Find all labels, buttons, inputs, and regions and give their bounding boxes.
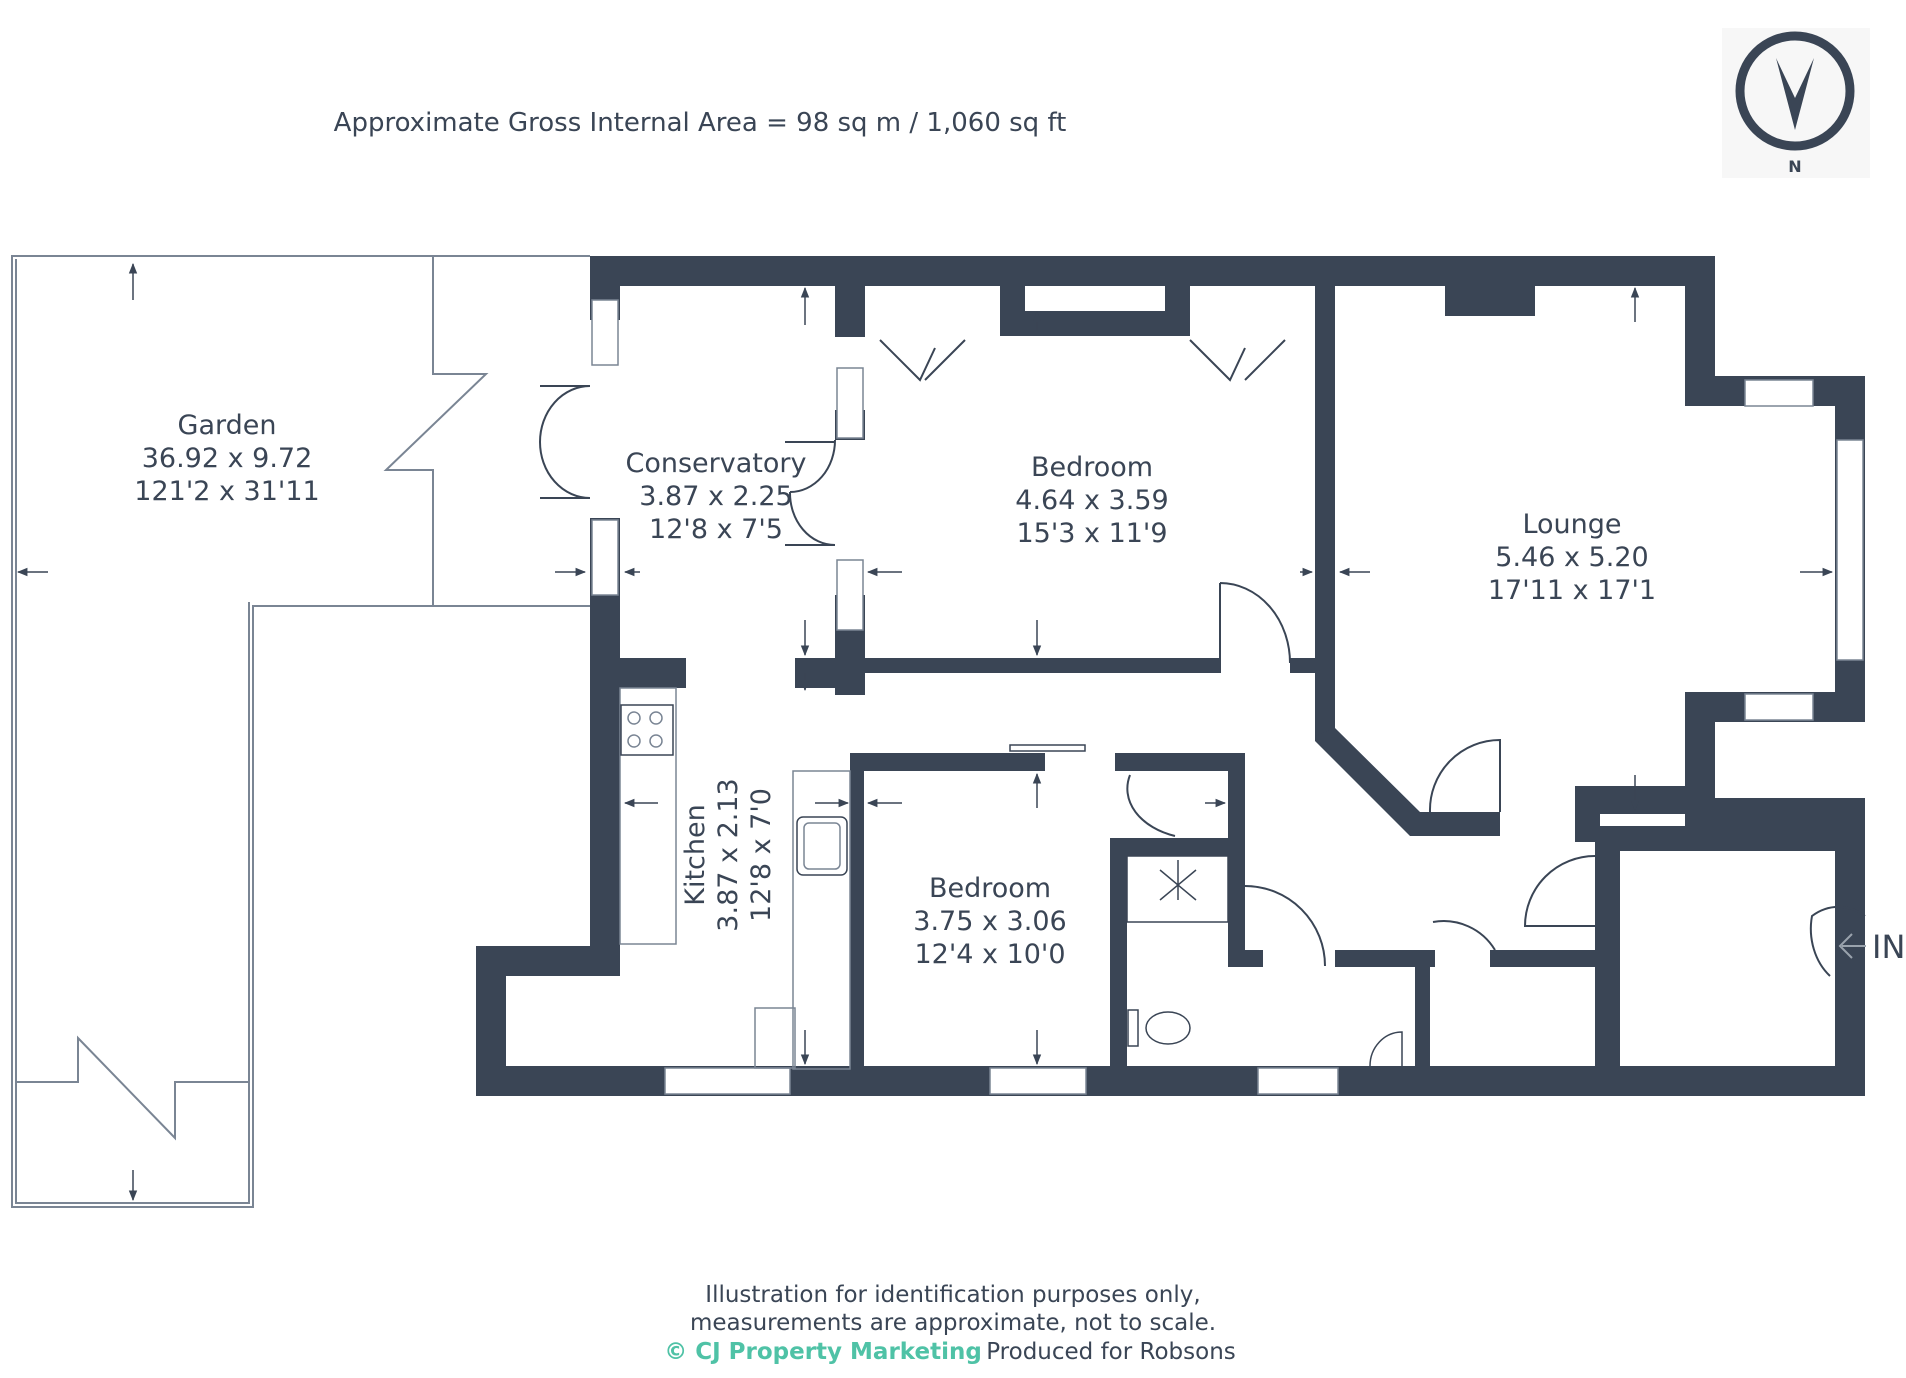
bathroom-fittings — [1009, 744, 1403, 1067]
bedroom-1-label: Bedroom 4.64 x 3.59 15'3 x 11'9 — [1015, 452, 1168, 549]
svg-text:Bedroom: Bedroom — [1031, 452, 1153, 483]
svg-text:5.46 x 5.20: 5.46 x 5.20 — [1495, 542, 1648, 573]
disclaimer-line-2: measurements are approximate, not to sca… — [690, 1310, 1216, 1336]
bedroom-2-label: Bedroom 3.75 x 3.06 12'4 x 10'0 — [913, 873, 1066, 970]
kitchen-fittings — [619, 687, 851, 1070]
walls — [476, 256, 1865, 1096]
svg-text:Lounge: Lounge — [1522, 509, 1621, 540]
produced-for: Produced for Robsons — [986, 1339, 1236, 1365]
conservatory-label: Conservatory 3.87 x 2.25 12'8 x 7'5 — [626, 448, 807, 545]
svg-text:Bedroom: Bedroom — [929, 873, 1051, 904]
svg-text:3.75 x 3.06: 3.75 x 3.06 — [913, 906, 1066, 937]
entrance-label: IN — [1872, 928, 1905, 966]
garden-label: Garden 36.92 x 9.72 121'2 x 31'11 — [134, 410, 319, 507]
kitchen-label: Kitchen 3.87 x 2.13 12'8 x 7'0 — [680, 778, 777, 931]
gross-area-title: Approximate Gross Internal Area = 98 sq … — [334, 108, 1067, 138]
svg-text:4.64 x 3.59: 4.64 x 3.59 — [1015, 485, 1168, 516]
svg-text:3.87 x 2.13: 3.87 x 2.13 — [713, 778, 744, 931]
svg-text:Garden: Garden — [178, 410, 277, 441]
svg-text:12'4 x 10'0: 12'4 x 10'0 — [914, 939, 1065, 970]
svg-text:Conservatory: Conservatory — [626, 448, 807, 479]
svg-text:Kitchen: Kitchen — [680, 804, 711, 905]
compass-label: N — [1788, 157, 1801, 176]
garden-outline — [11, 255, 590, 1208]
svg-text:17'11 x 17'1: 17'11 x 17'1 — [1488, 575, 1656, 606]
entrance-arrow-icon — [1838, 933, 1866, 959]
svg-text:12'8 x 7'0: 12'8 x 7'0 — [746, 788, 777, 922]
svg-text:3.87 x 2.25: 3.87 x 2.25 — [639, 481, 792, 512]
north-compass-icon: N — [1722, 28, 1870, 178]
lounge-label: Lounge 5.46 x 5.20 17'11 x 17'1 — [1488, 509, 1656, 606]
svg-text:36.92 x 9.72: 36.92 x 9.72 — [142, 443, 313, 474]
svg-text:12'8 x 7'5: 12'8 x 7'5 — [649, 514, 783, 545]
doors — [538, 339, 1866, 977]
disclaimer-line-1: Illustration for identification purposes… — [705, 1282, 1200, 1308]
dimension-arrows — [16, 262, 1834, 1202]
windows — [591, 299, 1864, 1095]
svg-text:121'2 x 31'11: 121'2 x 31'11 — [134, 476, 319, 507]
svg-text:15'3 x 11'9: 15'3 x 11'9 — [1016, 518, 1167, 549]
brand-credit[interactable]: © CJ Property Marketing — [664, 1339, 982, 1365]
entrance-marker[interactable]: IN — [1838, 928, 1905, 966]
